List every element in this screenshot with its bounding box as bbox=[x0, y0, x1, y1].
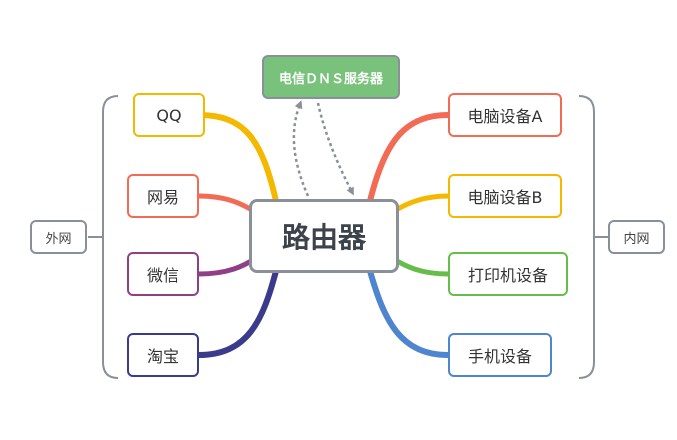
branch-phone bbox=[367, 268, 451, 358]
node-phone-label: 手机设备 bbox=[467, 347, 532, 366]
node-qq[interactable]: QQ bbox=[133, 93, 205, 137]
branch-wangyi bbox=[196, 193, 255, 213]
node-wangyi-label: 网易 bbox=[146, 188, 179, 207]
node-qq-label: QQ bbox=[156, 105, 182, 125]
node-taobao-label: 淘宝 bbox=[146, 347, 179, 366]
node-weixin[interactable]: 微信 bbox=[127, 252, 199, 296]
branch-taobao bbox=[196, 268, 279, 358]
dns-query-arrow bbox=[292, 100, 310, 197]
node-taobao[interactable]: 淘宝 bbox=[127, 333, 199, 377]
branch-printer bbox=[389, 255, 451, 277]
branch-pc-b bbox=[393, 193, 451, 213]
node-wangyi[interactable]: 网易 bbox=[127, 174, 199, 218]
node-pc-a[interactable]: 电脑设备A bbox=[448, 93, 562, 137]
node-phone[interactable]: 手机设备 bbox=[448, 333, 552, 377]
node-printer[interactable]: 打印机设备 bbox=[448, 252, 568, 296]
branch-qq bbox=[196, 112, 279, 204]
router-node[interactable]: 路由器 bbox=[249, 199, 399, 273]
router-label: 路由器 bbox=[281, 221, 366, 254]
external-network-text: 外网 bbox=[45, 231, 72, 247]
dns-reply-arrow bbox=[316, 102, 354, 196]
left-group-bracket bbox=[102, 95, 119, 379]
internal-network-text: 内网 bbox=[623, 231, 650, 247]
branch-weixin bbox=[196, 255, 259, 277]
node-printer-label: 打印机设备 bbox=[467, 266, 548, 285]
external-network-label[interactable]: 外网 bbox=[30, 220, 87, 254]
node-weixin-label: 微信 bbox=[146, 266, 179, 285]
dns-server-node[interactable]: 电信ＤＮＳ服务器 bbox=[262, 55, 400, 99]
node-pc-b[interactable]: 电脑设备B bbox=[448, 174, 562, 218]
node-pc-a-label: 电脑设备A bbox=[467, 107, 543, 126]
branch-pc-a bbox=[367, 112, 451, 204]
node-pc-b-label: 电脑设备B bbox=[467, 188, 543, 207]
dns-server-label: 电信ＤＮＳ服务器 bbox=[278, 71, 383, 87]
right-group-bracket bbox=[578, 95, 595, 379]
internal-network-label[interactable]: 内网 bbox=[608, 220, 665, 254]
